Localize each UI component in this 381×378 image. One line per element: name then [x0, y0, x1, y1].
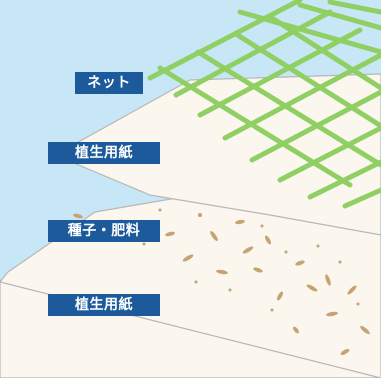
- label-seeds-fertilizer: 種子・肥料: [48, 220, 160, 242]
- label-sheet-top: 植生用紙: [48, 142, 160, 164]
- label-net: ネット: [75, 72, 143, 94]
- seed-specks: [73, 208, 370, 356]
- net: [147, 0, 381, 209]
- label-sheet-bottom: 植生用紙: [48, 294, 160, 316]
